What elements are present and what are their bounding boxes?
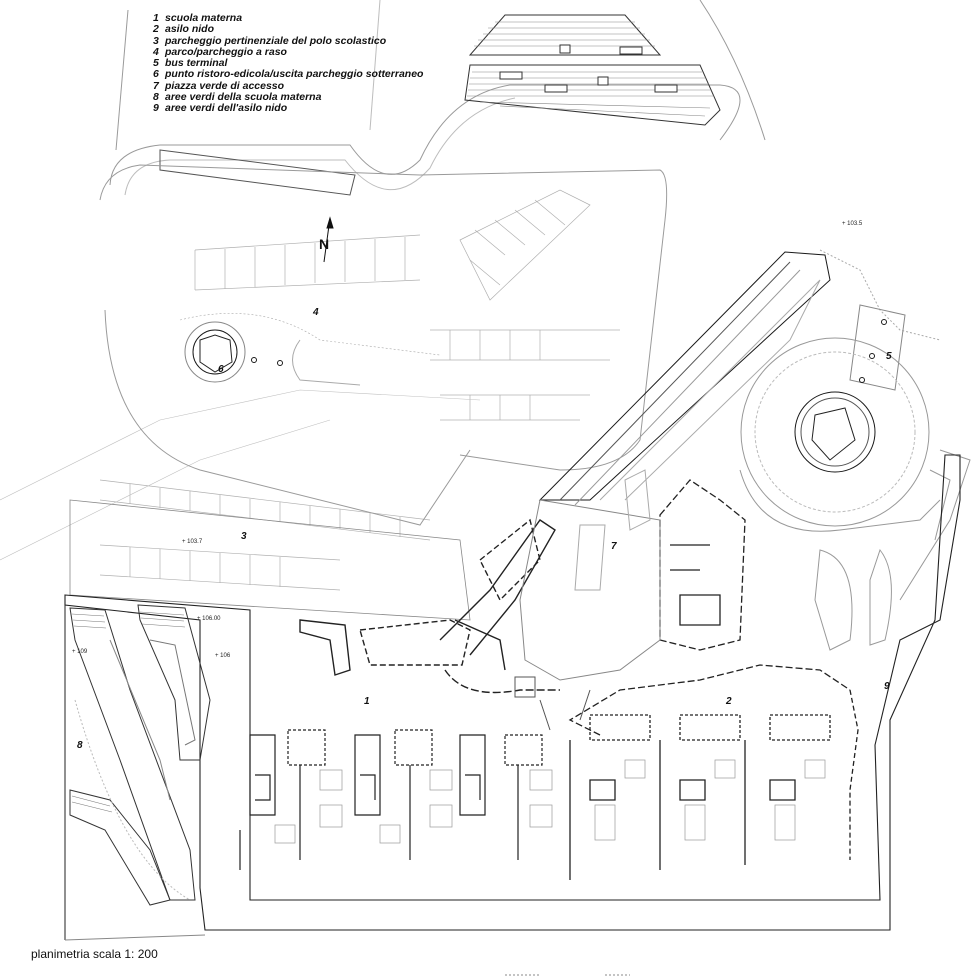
parking-stalls-upper: [194, 189, 620, 421]
north-road-inner: [124, 97, 516, 196]
drawing-caption: planimetria scala 1: 200: [31, 947, 158, 961]
zone-label-7: 7: [611, 541, 617, 552]
nursery-2-building: [568, 479, 859, 880]
nursery-2-tables: [594, 759, 826, 841]
piazza-7-outline: [519, 499, 661, 681]
parking-area-outline: [99, 164, 668, 471]
zone-label-2: 2: [726, 696, 732, 707]
site-boundary: [64, 454, 961, 931]
zone-label-1: 1: [364, 696, 370, 707]
top-left-line: [115, 9, 129, 151]
elevation-106: + 106: [215, 653, 231, 659]
north-arrow: [323, 216, 334, 263]
zone-label-5: 5: [886, 351, 892, 362]
parking-3-strip: [69, 499, 471, 621]
bus-terminal-outline: [849, 304, 906, 391]
school-1-tables: [274, 769, 553, 844]
roundabout-outer: [740, 337, 930, 527]
zone-label-4: 4: [313, 307, 319, 318]
zone-label-8: 8: [77, 740, 83, 751]
parking-strip: [159, 149, 356, 196]
diagonal-building: [538, 251, 831, 501]
zone-label-3: 3: [241, 531, 247, 542]
elevation-103-7: + 103.7: [182, 539, 203, 545]
school-1-classrooms: [239, 729, 543, 870]
top-building: [464, 14, 721, 126]
elevation-109: + 109: [72, 649, 88, 655]
parking-stalls-left: [99, 479, 431, 591]
north-label: N: [319, 236, 330, 252]
roundabout-island: [794, 391, 876, 473]
zone-label-6: 6: [218, 364, 224, 375]
school-1-north: [299, 518, 560, 694]
elevation-103-5: + 103.5: [842, 221, 863, 227]
green-area-8-ramps: [69, 604, 211, 906]
elevation-106-00: + 106.00: [197, 616, 221, 622]
kiosk-6-ring: [184, 321, 246, 383]
north-road-edge: [109, 84, 741, 186]
zone-label-9: 9: [884, 681, 890, 692]
top-right-curve: [699, 0, 766, 141]
